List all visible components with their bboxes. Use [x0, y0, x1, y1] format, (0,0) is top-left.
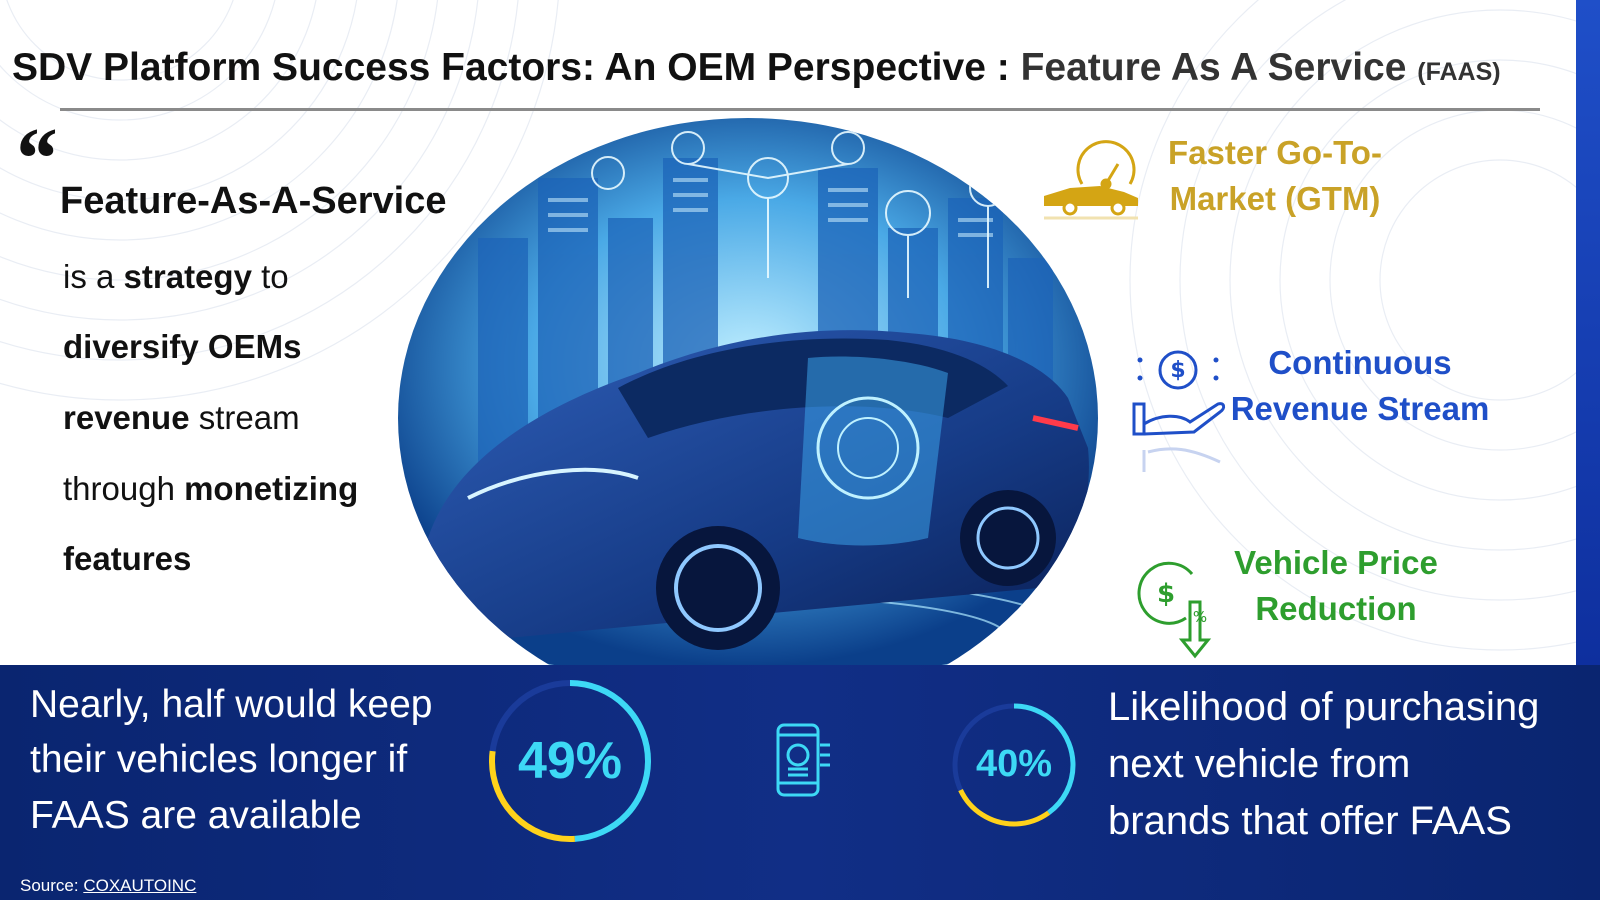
stats-band: Nearly, half would keep their vehicles l… [0, 665, 1600, 900]
benefit-3-line-1: Vehicle Price [1234, 544, 1438, 581]
benefit-2-line-2: Revenue Stream [1230, 390, 1490, 428]
title-main: SDV Platform Success Factors: An OEM Per… [12, 46, 1021, 89]
title-underline [60, 108, 1540, 111]
title-abbrev: (FAAS) [1417, 58, 1501, 86]
svg-text:$: $ [1170, 358, 1185, 383]
price-down-icon: $ % [1137, 561, 1212, 659]
quote-line-2: diversify OEMs [63, 328, 302, 365]
svg-text:$: $ [1157, 579, 1175, 609]
quote-mark-icon: “ [12, 111, 56, 208]
quote-line-4: through monetizing [63, 470, 359, 507]
benefit-1-line-1: Faster Go-To- [1168, 134, 1382, 171]
benefit-2-line-1: Continuous [1268, 344, 1452, 381]
stat-1-ring [489, 680, 651, 842]
source-citation: Source: COXAUTOINC [20, 876, 197, 895]
benefit-price-reduction: $ % Vehicle Price Reduction [1136, 540, 1456, 665]
benefit-3-line-2: Reduction [1255, 590, 1417, 628]
quote-line-5: features [63, 540, 192, 577]
quote-line-1: is a strategy to [63, 258, 289, 295]
benefit-continuous-revenue: $ Continuous Revenue Stream [1130, 340, 1530, 480]
right-accent-strip [1576, 0, 1600, 665]
phone-app-icon [776, 723, 830, 797]
svg-text:%: % [1193, 608, 1207, 626]
source-link[interactable]: COXAUTOINC [83, 876, 197, 895]
stat-2-text: Likelihood of purchasing next vehicle fr… [1108, 685, 1540, 843]
speed-car-icon [1044, 140, 1138, 220]
benefit-1-line-2: Market (GTM) [1169, 180, 1381, 218]
page-title: SDV Platform Success Factors: An OEM Per… [12, 46, 1572, 90]
connected-car-illustration [398, 118, 1098, 666]
stat-1-value: 49% [517, 732, 623, 790]
faas-heading: Feature-As-A-Service [60, 180, 447, 222]
stat-2-value: 40% [975, 743, 1053, 785]
hand-money-icon: $ [1132, 350, 1226, 472]
title-emphasis: Feature As A Service [1020, 46, 1418, 89]
stat-2-ring [952, 703, 1076, 827]
stat-1-text: Nearly, half would keep their vehicles l… [30, 683, 433, 837]
quote-line-3: revenue stream [63, 399, 300, 436]
benefit-faster-gtm: Faster Go-To- Market (GTM) [1040, 130, 1540, 250]
